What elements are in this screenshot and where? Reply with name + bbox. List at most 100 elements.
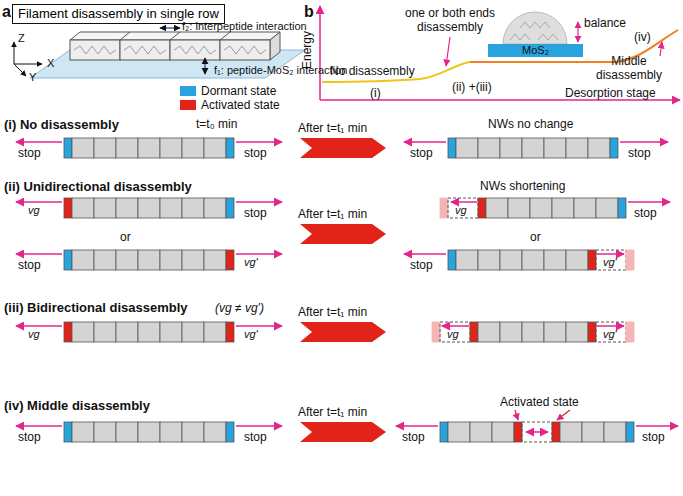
filament-cell [492, 422, 514, 442]
filament-cell [226, 422, 234, 442]
filament-cell [94, 138, 116, 158]
legend-swatch [180, 86, 196, 96]
filament-cell [160, 138, 182, 158]
velocity-label: vg [447, 328, 459, 340]
filament-cell [486, 198, 508, 218]
text-label: (iv) [634, 30, 651, 44]
filament-cell [610, 138, 618, 158]
filament-cell [522, 138, 544, 158]
filament-cell [204, 422, 226, 442]
direction-arrow [636, 425, 678, 427]
filament-cell [204, 250, 226, 270]
filament-cell [116, 198, 138, 218]
filament-cell [182, 422, 204, 442]
direction-arrow [628, 201, 670, 203]
filament-cell [204, 138, 226, 158]
text-label: Desorption stage [565, 86, 656, 100]
text-label: Middle disassembly [596, 54, 662, 82]
direction-arrow [597, 325, 624, 327]
filament-cell [588, 138, 610, 158]
legend-text: Activated state [201, 98, 280, 112]
filament-cell [94, 422, 116, 442]
desorbed-gap [440, 322, 470, 342]
filament-cell [64, 422, 72, 442]
stop-label: stop [244, 430, 267, 444]
filament-cell [182, 138, 204, 158]
filament-cell [116, 250, 138, 270]
filament-cell [470, 422, 492, 442]
velocity-label: vg' [244, 256, 258, 268]
filament-cell [116, 138, 138, 158]
filament-cell [226, 250, 234, 270]
text-label: NWs no change [488, 117, 573, 131]
row-heading: (iii) Bidirectional disassembly [4, 300, 188, 316]
filament-cell [626, 250, 634, 270]
text-label: X [47, 57, 54, 69]
filament-cell [448, 138, 456, 158]
direction-arrow [404, 141, 446, 143]
filament-cell [72, 322, 94, 342]
filament-cell [500, 250, 522, 270]
filament-cell [182, 198, 204, 218]
filament-cell [478, 322, 500, 342]
time-chevron [300, 422, 386, 442]
filament-cell [470, 322, 478, 342]
direction-arrow [442, 325, 469, 327]
text-label: NWs shortening [480, 179, 565, 193]
node-text: Filament disassembly in single row [18, 6, 219, 21]
direction-arrow [16, 325, 62, 327]
filament-cell [116, 422, 138, 442]
filament-cell [160, 422, 182, 442]
filament-cell [626, 322, 634, 342]
text-label: a [2, 2, 11, 21]
velocity-label: vg [455, 204, 467, 216]
direction-arrow [16, 141, 62, 143]
filament-cell [514, 422, 522, 442]
text-label: Energy [300, 31, 314, 69]
mos2-substrate: MoS₂ [488, 44, 583, 57]
text-label: After t=t₁ min [298, 207, 367, 221]
filament-cell [182, 250, 204, 270]
filament-cell [72, 138, 94, 158]
desorbed-gap [596, 322, 626, 342]
filament-cell [94, 322, 116, 342]
filament-cell [456, 250, 478, 270]
filament-cell [626, 422, 634, 442]
stop-label: stop [18, 430, 41, 444]
filament-cell [138, 250, 160, 270]
filament-cell [204, 198, 226, 218]
velocity-label: vg' [244, 328, 258, 340]
filament-cell [530, 198, 552, 218]
filament-cell [432, 322, 440, 342]
filament-cell [500, 322, 522, 342]
filament-cell [582, 422, 604, 442]
filament-cell [226, 138, 234, 158]
stop-label: stop [18, 258, 41, 272]
direction-arrow [396, 425, 438, 427]
velocity-label: (vg ≠ vg') [215, 301, 264, 315]
text-label: (ii) +(iii) [452, 80, 492, 94]
filament-cell [226, 322, 234, 342]
text-label: or [120, 230, 131, 244]
stop-label: stop [244, 146, 267, 160]
time-chevron [300, 322, 386, 342]
callout-arrow [557, 410, 570, 420]
direction-arrow [16, 201, 62, 203]
filament-cell [566, 322, 588, 342]
stop-label: stop [410, 258, 433, 272]
direction-arrow [526, 431, 548, 433]
text-label: No disassembly [330, 64, 415, 78]
text-label: f₂: interpeptide interaction [182, 20, 307, 32]
time-chevron [300, 138, 386, 158]
filament-cell [64, 322, 72, 342]
filament-cell [566, 250, 588, 270]
filament-cell [522, 322, 544, 342]
filament-cell [64, 250, 72, 270]
text-label: balance [584, 16, 626, 30]
direction-arrow [16, 425, 62, 427]
filament-cell [596, 198, 618, 218]
stop-label: stop [634, 206, 657, 220]
energy-chart [320, 6, 680, 100]
text-label: t=t₀ min [196, 117, 237, 131]
filament-cell [116, 322, 138, 342]
